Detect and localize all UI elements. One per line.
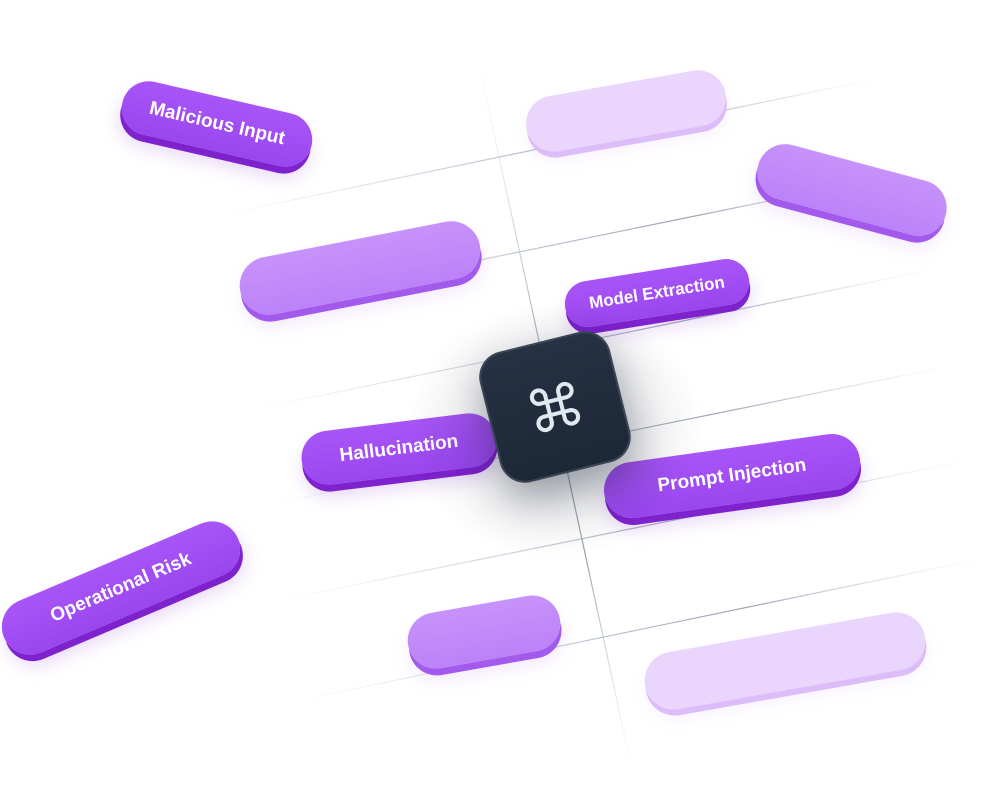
command-key — [473, 325, 637, 489]
risk-tag-label: Model Extraction — [587, 272, 727, 313]
command-icon — [529, 381, 581, 433]
